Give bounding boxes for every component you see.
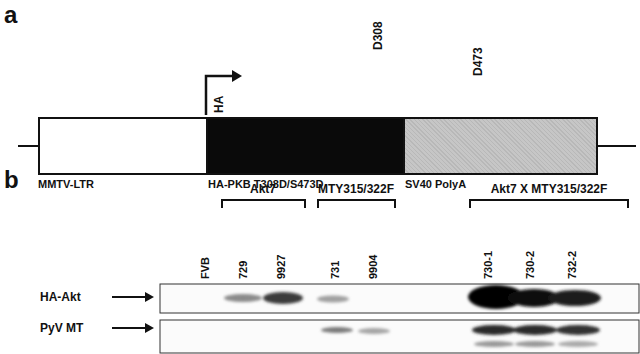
lane-label: 732-2 xyxy=(567,251,578,279)
mutation-label: D308 xyxy=(372,21,384,50)
panel-letter: a xyxy=(4,3,17,27)
blot-bands xyxy=(321,325,600,347)
lane-label: 9904 xyxy=(368,255,379,279)
blot-panel xyxy=(160,284,639,313)
group-bracket xyxy=(470,200,628,208)
group-bracket xyxy=(222,200,305,208)
group-bracket xyxy=(318,200,395,208)
arrow-head xyxy=(232,70,242,82)
row-label: PyV MT xyxy=(40,322,83,334)
panel-letter: b xyxy=(4,168,19,192)
arrow-head xyxy=(145,323,154,333)
arrow-head xyxy=(145,292,154,302)
promoter-arrow xyxy=(206,76,234,115)
lane-label: FVB xyxy=(200,257,211,279)
promoter-box: MMTV-LTR xyxy=(38,117,208,195)
box-outline xyxy=(405,117,598,175)
group-label: Akt7 xyxy=(250,183,276,195)
construct-label: SV40 PolyA xyxy=(405,178,466,190)
row-arrow xyxy=(112,327,146,329)
construct-label: MMTV-LTR xyxy=(38,178,94,190)
box-outline xyxy=(38,117,208,175)
lane-label: 730-2 xyxy=(525,251,536,279)
group-label: Akt7 X MTY315/322F xyxy=(491,183,608,195)
row-arrow xyxy=(112,296,146,298)
tag-label: HA xyxy=(213,96,225,113)
lane-label: 731 xyxy=(330,261,341,279)
lane-label: 729 xyxy=(238,261,249,279)
blot-bands xyxy=(224,285,601,309)
blot-panel xyxy=(160,320,639,353)
lane-label: 730-1 xyxy=(483,251,494,279)
group-label: MTY315/322F xyxy=(318,183,394,195)
row-label: HA-Akt xyxy=(40,291,81,303)
box-outline xyxy=(208,117,405,175)
mutation-label: D473 xyxy=(472,47,484,76)
lane-label: 9927 xyxy=(276,255,287,279)
